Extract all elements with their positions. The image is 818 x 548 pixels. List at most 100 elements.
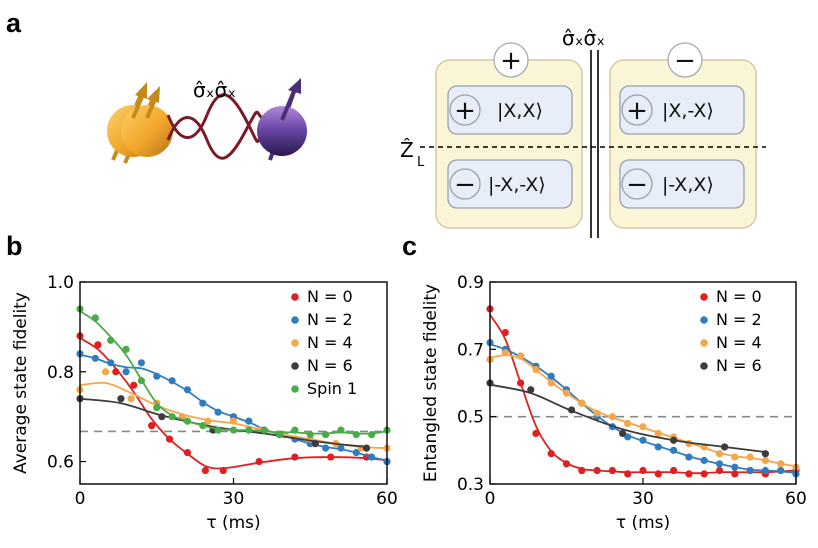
right-top-sign: +	[626, 96, 648, 126]
coupling-helix	[166, 93, 264, 143]
right-bottom-state	[619, 159, 745, 209]
data-point	[619, 429, 627, 438]
y-tick-label: 0.9	[457, 273, 484, 293]
data-point	[654, 429, 662, 438]
data-point	[101, 368, 110, 376]
data-point	[291, 426, 299, 434]
legend-marker	[291, 316, 299, 324]
left-top-state	[447, 85, 573, 135]
left-bottom-sign: −	[454, 170, 476, 200]
data-point	[715, 466, 724, 475]
x-tick-label: 0	[485, 489, 496, 509]
left-top-sign: +	[454, 96, 476, 126]
data-point	[746, 466, 754, 475]
data-point	[255, 457, 263, 466]
legend-label: N = 2	[716, 310, 762, 329]
data-point	[517, 379, 525, 387]
data-point	[731, 470, 739, 478]
data-point	[777, 466, 785, 475]
data-point	[183, 386, 192, 394]
data-point	[245, 417, 253, 425]
legend-label: N = 6	[716, 356, 762, 375]
data-point	[322, 444, 330, 452]
y-tick-label: 0.5	[457, 408, 484, 428]
data-point	[527, 386, 535, 394]
panel-label-b: b	[6, 231, 23, 261]
data-point	[700, 470, 708, 478]
data-point	[761, 450, 770, 458]
legend-marker	[291, 385, 299, 393]
data-point	[245, 426, 253, 434]
legend-label: N = 4	[716, 333, 762, 352]
right-bottom-ket: |-X,X⟩	[662, 174, 714, 196]
data-point	[91, 314, 99, 322]
x-tick-label: 30	[632, 489, 654, 509]
data-point	[322, 431, 330, 439]
legend-label: N = 0	[307, 287, 353, 306]
left-parity-box: + + |X,X⟩ − |-X,-X⟩	[435, 42, 583, 229]
left-header-sign: +	[500, 46, 522, 76]
data-point	[578, 399, 586, 407]
data-point	[94, 341, 102, 349]
data-point	[183, 448, 192, 457]
data-point	[517, 352, 525, 360]
right-top-sign-circle	[621, 94, 653, 126]
right-bottom-sign-circle	[621, 168, 653, 200]
data-point	[229, 417, 238, 425]
data-point	[214, 408, 222, 416]
right-parity-box: − + |X,-X⟩ − |-X,X⟩	[609, 42, 757, 229]
legend-marker	[700, 362, 708, 370]
legend-label: N = 2	[307, 310, 353, 329]
data-point	[721, 443, 729, 451]
coupling-helix	[166, 110, 264, 160]
data-point	[568, 406, 576, 414]
data-point	[731, 463, 739, 471]
zl-label: Ẑ	[400, 138, 414, 162]
y-tick-label: 0.3	[457, 475, 484, 495]
data-point	[368, 431, 376, 439]
data-point	[578, 466, 586, 475]
y-axis-title: Entangled state fidelity	[421, 284, 441, 482]
data-point	[137, 377, 145, 385]
data-point	[168, 413, 176, 421]
data-point	[715, 460, 724, 468]
legend-label: N = 4	[307, 333, 353, 352]
spin-arrow	[145, 96, 158, 119]
data-point	[654, 470, 662, 478]
data-point	[148, 422, 156, 430]
spin-purple-ball	[257, 106, 307, 156]
zl-subscript: L	[417, 155, 425, 170]
data-point	[639, 423, 647, 431]
data-point	[639, 466, 647, 475]
x-tick-label: 60	[376, 489, 398, 509]
data-point	[654, 443, 662, 451]
right-top-ket: |X,-X⟩	[662, 100, 714, 122]
spin-arrow	[280, 85, 298, 121]
data-point	[199, 399, 207, 407]
data-point	[158, 413, 166, 421]
data-point	[670, 446, 678, 454]
data-point	[107, 336, 115, 344]
spin-arrow	[131, 96, 144, 119]
y-tick-label: 1.0	[47, 273, 74, 293]
data-point	[501, 328, 509, 337]
data-point	[685, 453, 693, 461]
x-tick-label: 0	[75, 489, 86, 509]
data-point	[214, 426, 222, 434]
data-point	[165, 435, 174, 443]
data-point	[608, 466, 617, 475]
data-point	[352, 448, 360, 457]
legend-marker	[700, 293, 708, 301]
data-point	[352, 431, 360, 439]
legend-label: N = 0	[716, 287, 762, 306]
data-point	[137, 359, 145, 367]
data-point	[368, 453, 376, 461]
data-point	[168, 377, 176, 385]
data-point	[107, 359, 115, 367]
data-point	[306, 431, 314, 439]
data-point	[624, 433, 632, 441]
data-point	[532, 365, 540, 374]
